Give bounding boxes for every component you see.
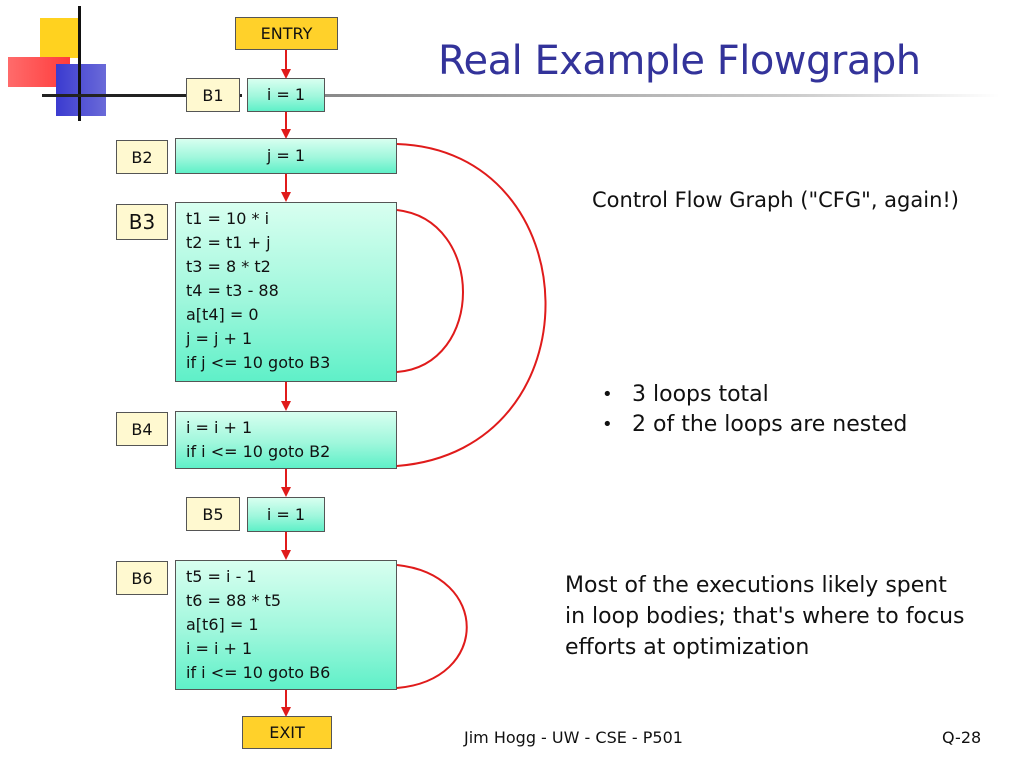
- loop-edge-b4-b2: [396, 143, 547, 467]
- code-line: i = i + 1: [186, 639, 253, 658]
- list-item-text: 2 of the loops are nested: [632, 412, 908, 437]
- summary-line: in loop bodies; that's where to focus: [565, 604, 965, 629]
- code-line: j = j + 1: [186, 329, 253, 348]
- block-label-b6: B6: [116, 561, 168, 595]
- code-line: t6 = 88 * t5: [186, 591, 282, 610]
- entry-node: ENTRY: [235, 17, 338, 50]
- block-label-b4: B4: [116, 412, 168, 446]
- code-line: t5 = i - 1: [186, 567, 257, 586]
- list-item: • 3 loops total: [592, 380, 907, 410]
- block-code-b6: t5 = i - 1 t6 = 88 * t5 a[t6] = 1 i = i …: [175, 560, 397, 690]
- block-label-b2: B2: [116, 140, 168, 174]
- code-line: t2 = t1 + j: [186, 233, 271, 252]
- logo-blue-square: [56, 64, 106, 116]
- list-item-text: 3 loops total: [632, 382, 769, 407]
- block-label-b3: B3: [116, 204, 168, 240]
- block-label-b5: B5: [186, 497, 240, 531]
- code-line: a[t6] = 1: [186, 615, 259, 634]
- summary-note: Most of the executions likely spent in l…: [565, 570, 964, 663]
- list-item: • 2 of the loops are nested: [592, 410, 907, 440]
- block-code-b5: i = 1: [247, 497, 325, 532]
- loop-edge-b6: [396, 564, 468, 689]
- summary-line: Most of the executions likely spent: [565, 573, 947, 598]
- code-line: a[t4] = 0: [186, 305, 259, 324]
- cfg-caption: Control Flow Graph ("CFG", again!): [592, 188, 959, 212]
- block-code-b3: t1 = 10 * i t2 = t1 + j t3 = 8 * t2 t4 =…: [175, 202, 397, 382]
- code-line: i = 1: [266, 504, 306, 524]
- code-line: i = i + 1: [186, 418, 253, 437]
- logo-vertical-bar: [78, 6, 81, 121]
- header-divider: [320, 94, 1000, 97]
- footer-credit: Jim Hogg - UW - CSE - P501: [464, 728, 683, 747]
- code-line: t1 = 10 * i: [186, 209, 270, 228]
- page-title: Real Example Flowgraph: [438, 38, 921, 84]
- logo-yellow-square: [40, 18, 80, 58]
- bullet-glyph: •: [602, 414, 613, 435]
- exit-node: EXIT: [242, 716, 332, 749]
- code-line: j = 1: [266, 146, 306, 165]
- page-number: Q-28: [942, 728, 982, 747]
- block-code-b4: i = i + 1 if i <= 10 goto B2: [175, 411, 397, 469]
- code-line: t3 = 8 * t2: [186, 257, 271, 276]
- summary-line: efforts at optimization: [565, 635, 810, 660]
- corner-logo: [0, 0, 242, 125]
- loop-edge-b3: [396, 209, 464, 373]
- bullet-glyph: •: [602, 384, 613, 405]
- code-line: if i <= 10 goto B2: [186, 442, 331, 461]
- code-line: if j <= 10 goto B3: [186, 353, 331, 372]
- logo-horizontal-bar: [42, 94, 242, 97]
- block-code-b1: i = 1: [247, 78, 325, 112]
- block-label-b1: B1: [186, 78, 240, 112]
- code-line: if i <= 10 goto B6: [186, 663, 331, 682]
- code-line: t4 = t3 - 88: [186, 281, 279, 300]
- loop-facts-list: • 3 loops total • 2 of the loops are nes…: [592, 380, 907, 440]
- code-line: i = 1: [266, 85, 306, 104]
- block-code-b2: j = 1: [175, 138, 397, 174]
